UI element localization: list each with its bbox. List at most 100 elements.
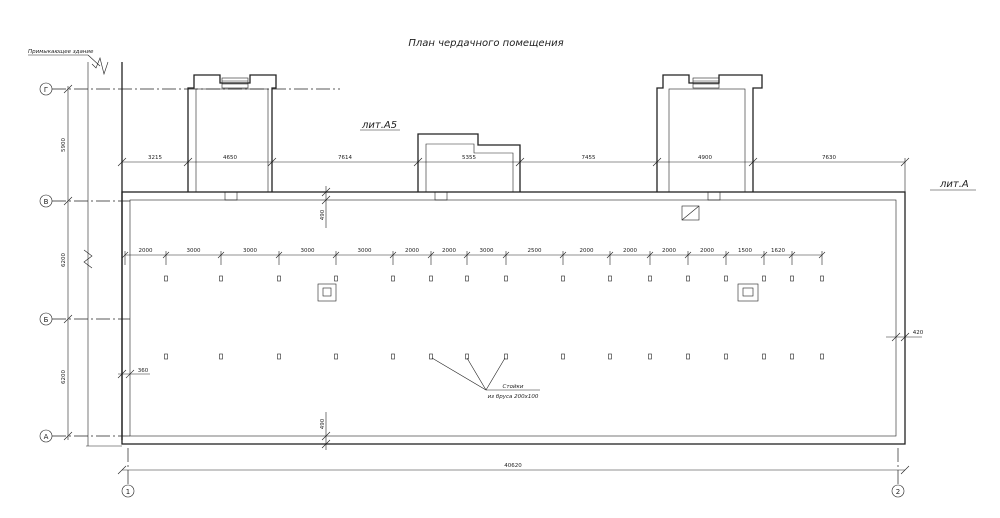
post-chain-tick xyxy=(162,251,170,259)
axis-label-a: А xyxy=(44,433,49,441)
post-chain-tick xyxy=(722,251,730,259)
overall-dim-tick-left xyxy=(117,465,127,475)
axis-bubble-1 xyxy=(121,484,135,498)
top-chain-label: 4650 xyxy=(223,155,237,161)
posts-group xyxy=(164,275,824,360)
post-lower-row xyxy=(608,353,612,360)
post-lower-row xyxy=(277,353,281,360)
post-lower-row xyxy=(820,353,824,360)
axis-bubble-v xyxy=(39,194,53,208)
post-lower-row xyxy=(465,353,469,360)
post-chain-tick xyxy=(389,251,397,259)
post-chain-label: 2000 xyxy=(700,248,714,254)
dim-wall-bottom: 490 xyxy=(320,418,326,429)
post-chain-tick xyxy=(606,251,614,259)
ventilation-shaft-right-inner xyxy=(742,287,754,297)
post-upper-row xyxy=(608,275,612,282)
top-chain-label: 7455 xyxy=(582,155,596,161)
wall-left-dim-tick xyxy=(125,369,135,379)
post-chain-tick xyxy=(217,251,225,259)
ventilation-shaft-left xyxy=(317,283,337,302)
post-chain-tick xyxy=(646,251,654,259)
post-upper-row xyxy=(504,275,508,282)
axis-bubble-2 xyxy=(891,484,905,498)
post-lower-row xyxy=(504,353,508,360)
post-lower-row xyxy=(219,353,223,360)
dim-wall-left: 360 xyxy=(138,368,149,374)
post-upper-row xyxy=(648,275,652,282)
post-chain-tick xyxy=(502,251,510,259)
post-lower-row xyxy=(334,353,338,360)
post-lower-row xyxy=(790,353,794,360)
post-chain-tick xyxy=(760,251,768,259)
post-chain-label: 1620 xyxy=(771,248,785,254)
post-chain-label: 3000 xyxy=(358,248,372,254)
post-upper-row xyxy=(219,275,223,282)
wall-right-dim-tick xyxy=(891,332,901,342)
axis-label-2: 2 xyxy=(896,488,900,496)
left-dim-tick xyxy=(63,314,73,324)
posts-leader-2 xyxy=(466,357,487,391)
dim-wall-top: 490 xyxy=(320,209,326,220)
roof-hatch xyxy=(681,205,700,221)
post-upper-row xyxy=(277,275,281,282)
post-chain-tick xyxy=(275,251,283,259)
post-lower-row xyxy=(164,353,168,360)
ventilation-shaft-left-inner xyxy=(322,287,332,297)
post-upper-row xyxy=(762,275,766,282)
middle-block-base xyxy=(434,191,448,201)
dim-left-g-v: 5900 xyxy=(61,138,67,152)
post-chain-tick xyxy=(788,251,796,259)
dim-left-v-b: 6200 xyxy=(61,253,67,267)
post-chain-label: 2000 xyxy=(139,248,153,254)
wall-right-dim-tick xyxy=(900,332,910,342)
top-chain-label: 5355 xyxy=(462,155,476,161)
adjacent-building-label: Примыкающее здание xyxy=(28,49,94,55)
attic-inner-wall xyxy=(129,199,897,437)
post-lower-row xyxy=(561,353,565,360)
post-lower-row xyxy=(724,353,728,360)
post-upper-row xyxy=(561,275,565,282)
post-chain-label: 2000 xyxy=(662,248,676,254)
post-upper-row xyxy=(334,275,338,282)
break-mark-top xyxy=(91,57,109,76)
post-chain-label: 2000 xyxy=(442,248,456,254)
post-upper-row xyxy=(465,275,469,282)
left-dim-tick xyxy=(63,196,73,206)
post-chain-label: 1500 xyxy=(738,248,752,254)
axis-label-1: 1 xyxy=(126,488,130,496)
ventilation-shaft-right xyxy=(737,283,759,302)
left-tower-hatch xyxy=(221,77,249,89)
dim-overall-length: 40620 xyxy=(504,463,522,469)
post-chain-label: 2500 xyxy=(528,248,542,254)
post-lower-row xyxy=(648,353,652,360)
post-lower-row xyxy=(762,353,766,360)
post-upper-row xyxy=(686,275,690,282)
top-chain-label: 3215 xyxy=(148,155,162,161)
post-chain-tick xyxy=(463,251,471,259)
wall-top-dim-tick xyxy=(321,195,331,205)
posts-note-line2: из бруса 200х100 xyxy=(488,394,539,400)
post-chain-tick xyxy=(121,251,129,259)
post-chain-label: 3000 xyxy=(301,248,315,254)
post-chain-tick xyxy=(427,251,435,259)
left-dim-tick xyxy=(63,431,73,441)
axis-bubble-b xyxy=(39,312,53,326)
axis-label-b: Б xyxy=(44,316,49,324)
posts-note-line1: Стойки xyxy=(503,384,524,390)
wall-left-dim-tick xyxy=(117,369,127,379)
left-dim-tick xyxy=(63,84,73,94)
post-upper-row xyxy=(391,275,395,282)
post-upper-row xyxy=(164,275,168,282)
dim-left-b-a: 6200 xyxy=(61,370,67,384)
wall-top-dim-tick xyxy=(321,187,331,197)
overall-dim-tick-right xyxy=(900,465,910,475)
right-tower-outline xyxy=(656,74,763,192)
posts-leader-3 xyxy=(485,357,506,391)
axis-bubble-g xyxy=(39,82,53,96)
post-chain-tick xyxy=(684,251,692,259)
axis-bubble-a xyxy=(39,429,53,443)
